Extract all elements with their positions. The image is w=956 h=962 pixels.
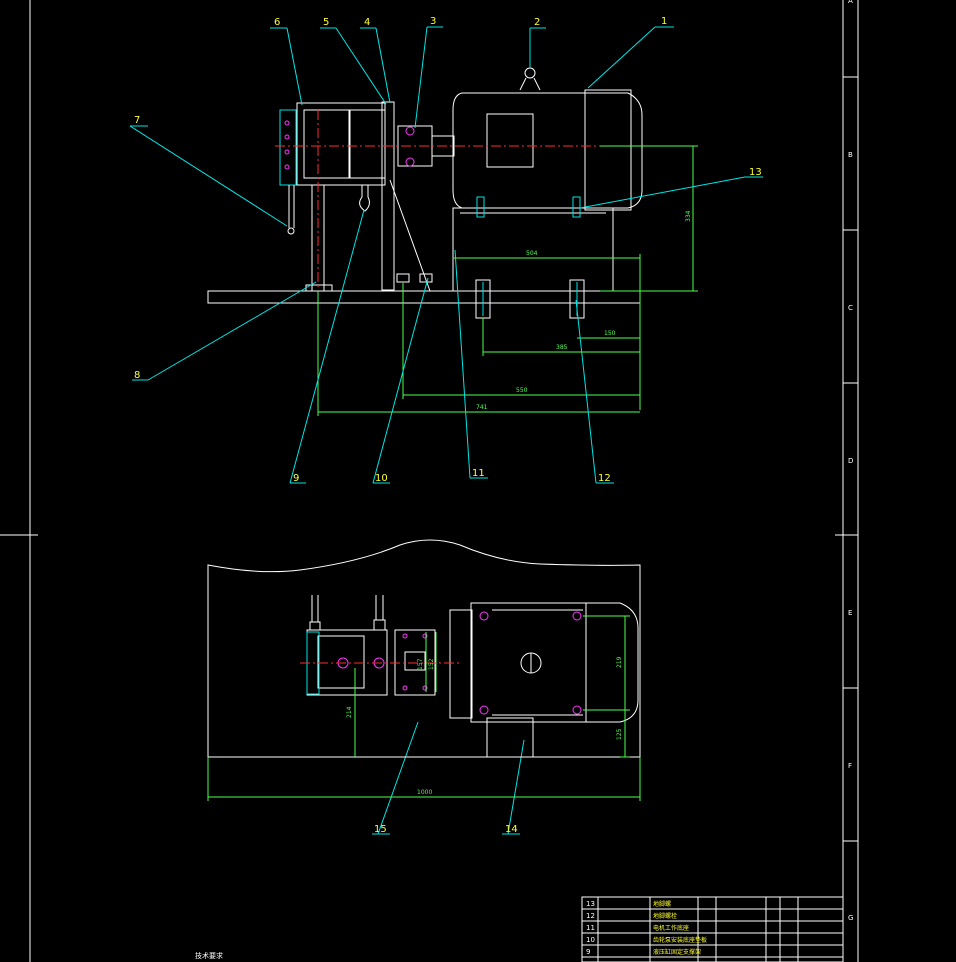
parts-row-no: 13 [586, 900, 595, 908]
elevation-view [207, 67, 643, 319]
plan-base-outline [207, 539, 641, 758]
zone-letter-c: C [848, 304, 853, 312]
dim-bolt-150: 150 [604, 330, 616, 337]
handle-knob [287, 227, 295, 235]
pump-hook [359, 185, 370, 212]
parts-row-name: 电机工作底座 [653, 924, 689, 932]
dim-height-right: 334 [685, 210, 692, 222]
motor-bolt-left [476, 196, 485, 218]
plan-motor-housing [470, 602, 639, 723]
dim-bolt-385: 385 [556, 344, 568, 351]
drawing-frame [0, 0, 859, 962]
dim-plan-214: 214 [346, 706, 353, 718]
part-label-13: 13 [749, 167, 762, 178]
parts-row-no: 9 [586, 948, 590, 956]
dim-base-width: 504 [526, 250, 538, 257]
dim-plan-219: 219 [616, 656, 623, 668]
part-label-15: 15 [374, 824, 387, 835]
elevation-dimensions: 334 504 150 385 550 741 [317, 145, 698, 416]
parts-row-name: 地脚螺 [653, 900, 671, 908]
plan-dimensions: 219 125 214 157 152 1000 [207, 615, 641, 801]
part-label-6: 6 [274, 17, 280, 28]
dim-550: 550 [516, 387, 528, 394]
motor-bolt-right [572, 196, 581, 218]
part-label-5: 5 [323, 17, 329, 28]
part-label-11: 11 [472, 468, 485, 479]
part-label-1: 1 [661, 16, 667, 27]
parts-row-name: 地脚螺栓 [653, 912, 677, 920]
lifting-eye [524, 67, 536, 79]
part-label-10: 10 [375, 473, 388, 484]
parts-list-table: 13 地脚螺 12 地脚螺栓 11 电机工作底座 10 齿轮泵安装底座垫板 9 … [581, 896, 844, 962]
coupling-bolt-bottom [405, 157, 415, 167]
parts-row-no: 11 [586, 924, 595, 932]
parts-row-name: 齿轮泵安装底座垫板 [653, 936, 707, 944]
motor-endcap [584, 89, 632, 211]
plan-view [207, 539, 641, 758]
pump-flange [381, 101, 395, 291]
part-labels: 1 2 3 4 5 6 7 8 9 10 11 12 13 14 15 [134, 16, 762, 835]
dim-plan-152: 152 [428, 658, 435, 670]
part-label-4: 4 [364, 17, 370, 28]
part-label-7: 7 [134, 115, 140, 126]
zone-letter-e: E [848, 609, 852, 617]
dim-plan-157: 157 [417, 658, 424, 670]
parts-row-no: 12 [586, 912, 595, 920]
dim-plan-125: 125 [616, 728, 623, 740]
part-label-9: 9 [293, 473, 299, 484]
zone-letter-a: A [848, 0, 853, 5]
dim-plan-1000: 1000 [417, 789, 432, 796]
motor-housing [452, 92, 643, 209]
pump-body [296, 102, 386, 186]
zone-letter-f: F [848, 762, 852, 770]
dim-741: 741 [476, 404, 488, 411]
plan-motor-terminal [486, 717, 534, 758]
foundation-bolt-right [569, 279, 585, 319]
parts-row-no: 10 [586, 936, 595, 944]
parts-row-name: 液压缸固定支撑架 [653, 948, 701, 956]
part-label-8: 8 [134, 370, 140, 381]
technical-requirements-title: 技术要求 [195, 951, 223, 960]
part-label-12: 12 [598, 473, 611, 484]
part-label-3: 3 [430, 16, 436, 27]
pump-side-panel [279, 109, 297, 186]
motor-mount-block [452, 207, 614, 292]
zone-letter-g: G [848, 914, 853, 922]
zone-letters: A B C D E F G [848, 0, 853, 922]
leaders [129, 26, 763, 835]
zone-letter-d: D [848, 457, 853, 465]
part-label-14: 14 [505, 824, 518, 835]
zone-letter-b: B [848, 151, 853, 159]
part-label-2: 2 [534, 17, 540, 28]
motor-terminal-box [486, 113, 534, 168]
coupling-bolt-top [405, 126, 415, 136]
